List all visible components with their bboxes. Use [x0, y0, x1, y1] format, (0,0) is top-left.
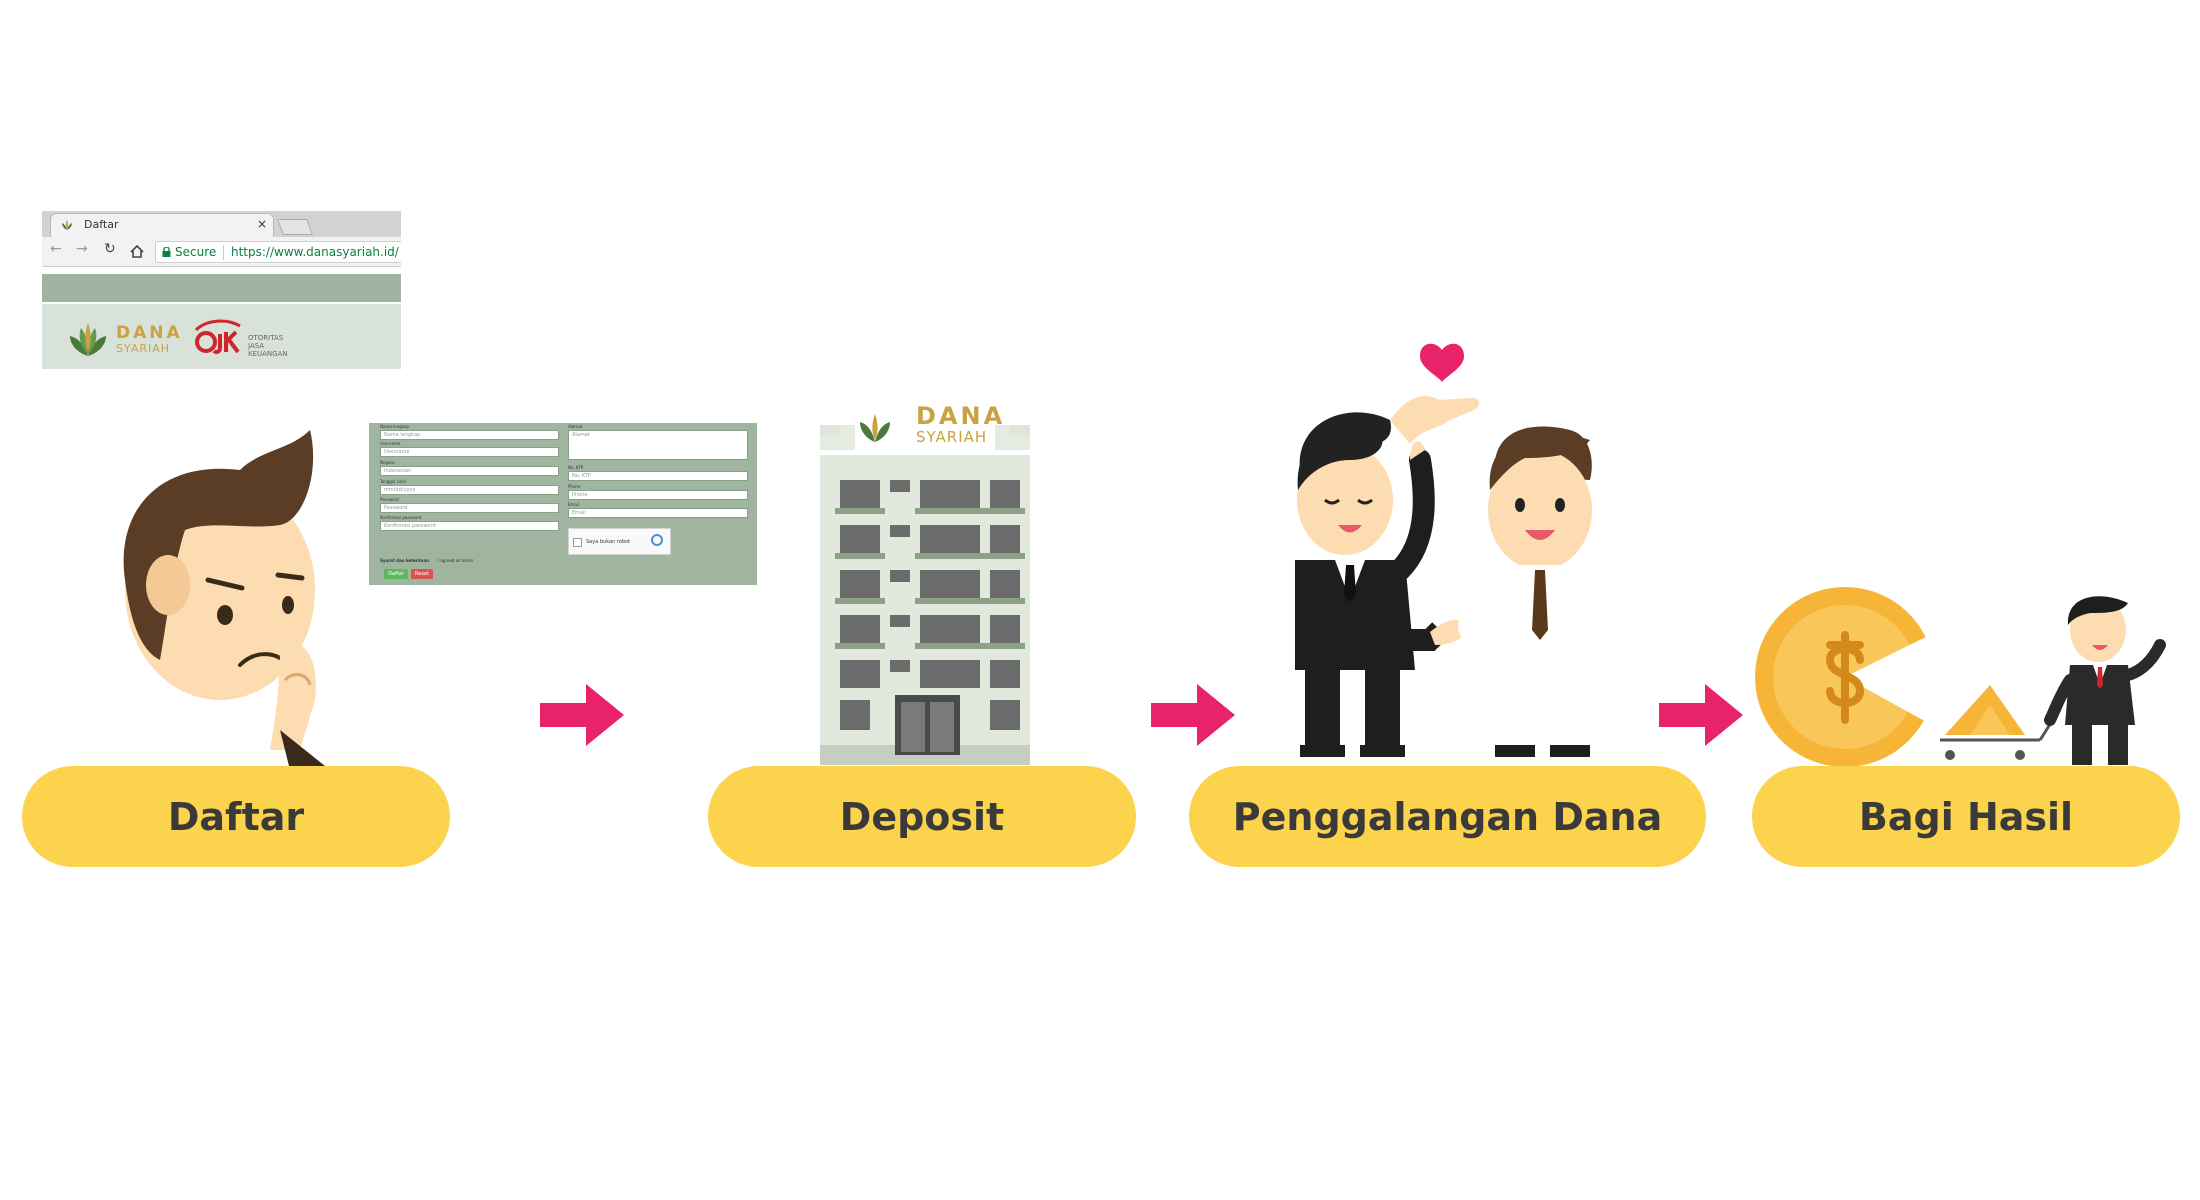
recaptcha-icon: [651, 534, 663, 546]
logo-syariah-text: SYARIAH: [116, 342, 171, 355]
browser-tab[interactable]: Daftar ×: [50, 213, 274, 237]
field-label: No. KTP: [568, 465, 584, 470]
ojk-line-3: KEUANGAN: [248, 350, 288, 358]
country-select[interactable]: Indonesian: [380, 466, 559, 476]
dana-syariah-building-illustration: [820, 410, 1030, 765]
building-logo-syariah-text: SYARIAH: [916, 428, 988, 446]
recaptcha-checkbox[interactable]: [573, 538, 582, 547]
arrow-right-icon: [1151, 684, 1235, 746]
field-label: Alamat: [568, 424, 583, 429]
ojk-line-1: OTORITAS: [248, 334, 284, 342]
logo-dana-text: DANA: [116, 323, 183, 343]
address-field[interactable]: Alamat: [568, 430, 748, 460]
recaptcha-widget[interactable]: Saya bukan robot: [568, 528, 671, 555]
back-icon[interactable]: ←: [50, 241, 62, 257]
step-penggalangan-dana-pill: Penggalangan Dana: [1189, 766, 1706, 867]
arrow-right-icon: [1659, 684, 1743, 746]
registration-form: Nama lengkap Nama lengkap Username Usern…: [369, 423, 757, 585]
reload-icon[interactable]: ↻: [104, 241, 116, 257]
omnibox-separator: [223, 245, 224, 260]
heart-icon: [1420, 343, 1464, 382]
dana-syariah-favicon-icon: [62, 220, 72, 230]
profit-share-coins-illustration: [1755, 587, 2166, 767]
arrow-right-icon: [540, 684, 624, 746]
ktp-field[interactable]: No. KTP: [568, 471, 748, 481]
site-header-band: [42, 274, 401, 302]
agree-text: I agreed all terms: [438, 558, 474, 563]
building-logo-dana-text: DANA: [916, 402, 1006, 430]
password-field[interactable]: Password: [380, 503, 559, 513]
field-label: Username: [380, 441, 401, 446]
birthdate-field[interactable]: mm/dd/yyyy: [380, 485, 559, 495]
thinking-man-illustration: [123, 430, 330, 770]
terms-text[interactable]: Syarat dan ketentuan: [380, 558, 430, 563]
step-bagi-hasil-pill: Bagi Hasil: [1752, 766, 2180, 867]
new-tab-button[interactable]: [277, 219, 313, 235]
site-logo-band: DANA SYARIAH OTORITAS JASA KEUANGAN: [42, 304, 401, 369]
address-bar[interactable]: Secure https://www.danasyariah.id/: [155, 241, 401, 263]
ojk-logo-icon: [194, 319, 241, 354]
name-field[interactable]: Nama lengkap: [380, 430, 559, 440]
browser-toolbar: ← → ↻ Secure https://www.danasyariah.id/: [42, 237, 401, 267]
step-deposit-pill: Deposit: [708, 766, 1136, 867]
field-label: Tanggal Lahir: [380, 479, 407, 484]
submit-button[interactable]: Daftar: [384, 569, 408, 579]
handshake-businessmen-illustration: [1295, 343, 1598, 757]
forward-icon[interactable]: →: [76, 241, 88, 257]
secure-label: Secure: [175, 245, 217, 259]
email-field[interactable]: Email: [568, 508, 748, 518]
field-label: Email: [568, 502, 580, 507]
browser-screenshot: Daftar × ← → ↻ Secure https://www.danasy…: [42, 211, 401, 369]
field-label: Konfirmasi password: [380, 515, 422, 520]
reset-button[interactable]: Reset: [411, 569, 433, 579]
field-label: Phone: [568, 484, 581, 489]
field-label: Password: [380, 497, 399, 502]
recaptcha-label: Saya bukan robot: [586, 539, 631, 545]
ojk-line-2: JASA: [248, 342, 265, 350]
username-field[interactable]: Username: [380, 447, 559, 457]
confirm-password-field[interactable]: Konfirmasi password: [380, 521, 559, 531]
phone-field[interactable]: Phone: [568, 490, 748, 500]
tab-close-icon[interactable]: ×: [257, 217, 268, 231]
home-icon[interactable]: [130, 245, 144, 258]
dana-syariah-lotus-icon: [70, 323, 106, 356]
field-label: Nama lengkap: [380, 424, 409, 429]
tab-bar: Daftar ×: [42, 211, 401, 237]
lock-icon: [162, 247, 171, 257]
tab-title: Daftar: [84, 218, 119, 231]
field-label: Negara: [380, 460, 395, 465]
step-daftar-pill: Daftar: [22, 766, 450, 867]
url-text: https://www.danasyariah.id/: [231, 245, 399, 259]
